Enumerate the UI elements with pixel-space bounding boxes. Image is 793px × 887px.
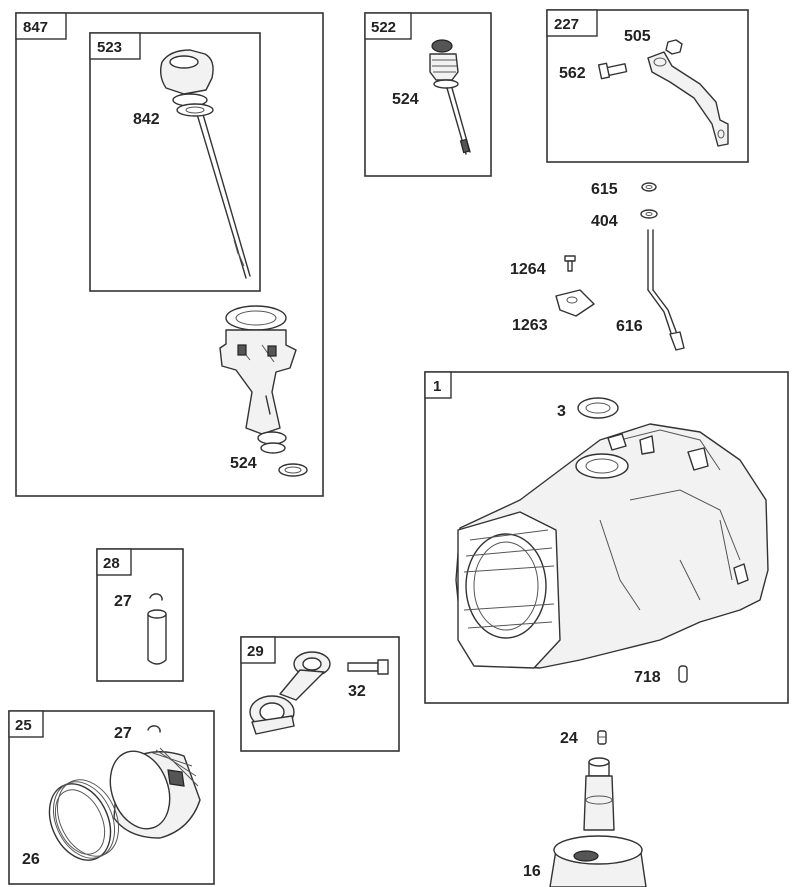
callout-32: 32 <box>348 683 366 700</box>
dipstick-short[interactable] <box>429 39 471 155</box>
dipstick[interactable] <box>159 49 251 279</box>
governor-lever[interactable] <box>647 51 729 147</box>
callout-1263: 1263 <box>512 317 548 334</box>
assembly-847-frame <box>15 12 324 497</box>
assembly-847-label: 847 <box>23 19 48 36</box>
assembly-25[interactable]: 25 27 26 <box>8 710 215 885</box>
bolt-562[interactable] <box>597 62 628 80</box>
assembly-29-frame <box>240 636 400 752</box>
screw-1264[interactable] <box>564 255 576 272</box>
callout-505: 505 <box>624 28 651 45</box>
assembly-28-label: 28 <box>103 555 120 572</box>
assembly-227-frame <box>546 9 749 163</box>
assembly-227-label: 227 <box>554 16 579 33</box>
assembly-25-label: 25 <box>15 717 32 734</box>
assembly-28-frame <box>96 548 184 682</box>
assembly-25-tag <box>8 710 44 738</box>
key-24[interactable] <box>597 730 607 745</box>
callout-842: 842 <box>133 111 160 128</box>
callout-26: 26 <box>22 851 40 868</box>
callout-16: 16 <box>523 863 541 880</box>
bolt-32[interactable] <box>347 659 389 675</box>
assembly-29-tag <box>240 636 276 664</box>
cylinder-block[interactable] <box>455 423 769 669</box>
assembly-522-frame <box>364 12 492 177</box>
washer-615[interactable] <box>641 182 657 192</box>
assembly-28[interactable]: 28 27 <box>96 548 184 682</box>
assembly-1-tag <box>424 371 452 399</box>
callout-615: 615 <box>591 181 618 198</box>
crankshaft[interactable] <box>549 757 647 887</box>
callout-24: 24 <box>560 730 578 747</box>
callout-27-lower: 27 <box>114 725 132 742</box>
callout-524-lower: 524 <box>230 455 257 472</box>
retaining-clip-27-upper[interactable] <box>149 593 163 601</box>
assembly-523-frame <box>89 32 261 292</box>
callout-718: 718 <box>634 669 661 686</box>
assembly-522[interactable]: 522 524 <box>364 12 492 177</box>
callout-27-upper: 27 <box>114 593 132 610</box>
callout-404: 404 <box>591 213 618 230</box>
assembly-25-frame <box>8 710 215 885</box>
governor-shaft-616[interactable] <box>647 229 685 351</box>
assembly-28-tag <box>96 548 132 576</box>
assembly-29[interactable]: 29 32 <box>240 636 400 752</box>
piston-pin[interactable] <box>147 609 167 665</box>
piston-rings-26[interactable] <box>38 770 131 870</box>
assembly-227[interactable]: 227 505 562 <box>546 9 749 163</box>
assembly-847-tag <box>15 12 67 40</box>
callout-3: 3 <box>557 403 566 420</box>
assembly-29-label: 29 <box>247 643 264 660</box>
connecting-rod[interactable] <box>249 651 331 735</box>
assembly-1-frame <box>424 371 789 704</box>
callout-524-upper: 524 <box>392 91 419 108</box>
callout-616: 616 <box>616 318 643 335</box>
seal-3[interactable] <box>577 397 619 419</box>
assembly-227-tag <box>546 9 598 37</box>
callout-1264: 1264 <box>510 261 546 278</box>
washer-404[interactable] <box>640 209 658 219</box>
assembly-523-label: 523 <box>97 39 122 56</box>
assembly-1[interactable]: 1 3 718 <box>424 371 789 704</box>
plate-1263[interactable] <box>555 289 595 317</box>
assembly-1-label: 1 <box>433 378 441 395</box>
seal-842[interactable] <box>176 103 214 117</box>
piston[interactable] <box>100 743 201 839</box>
assembly-523-tag <box>89 32 141 60</box>
dowel-718[interactable] <box>678 665 688 683</box>
assembly-523[interactable]: 523 842 <box>89 32 261 292</box>
assembly-847[interactable]: 847 524 523 <box>15 12 324 497</box>
callout-562: 562 <box>559 65 586 82</box>
retaining-clip-27-lower[interactable] <box>147 725 161 733</box>
assembly-522-label: 522 <box>371 19 396 36</box>
washer-524-lower[interactable] <box>278 463 308 477</box>
dipstick-tube[interactable] <box>219 305 297 454</box>
assembly-522-tag <box>364 12 412 40</box>
nut-505[interactable] <box>665 39 683 55</box>
